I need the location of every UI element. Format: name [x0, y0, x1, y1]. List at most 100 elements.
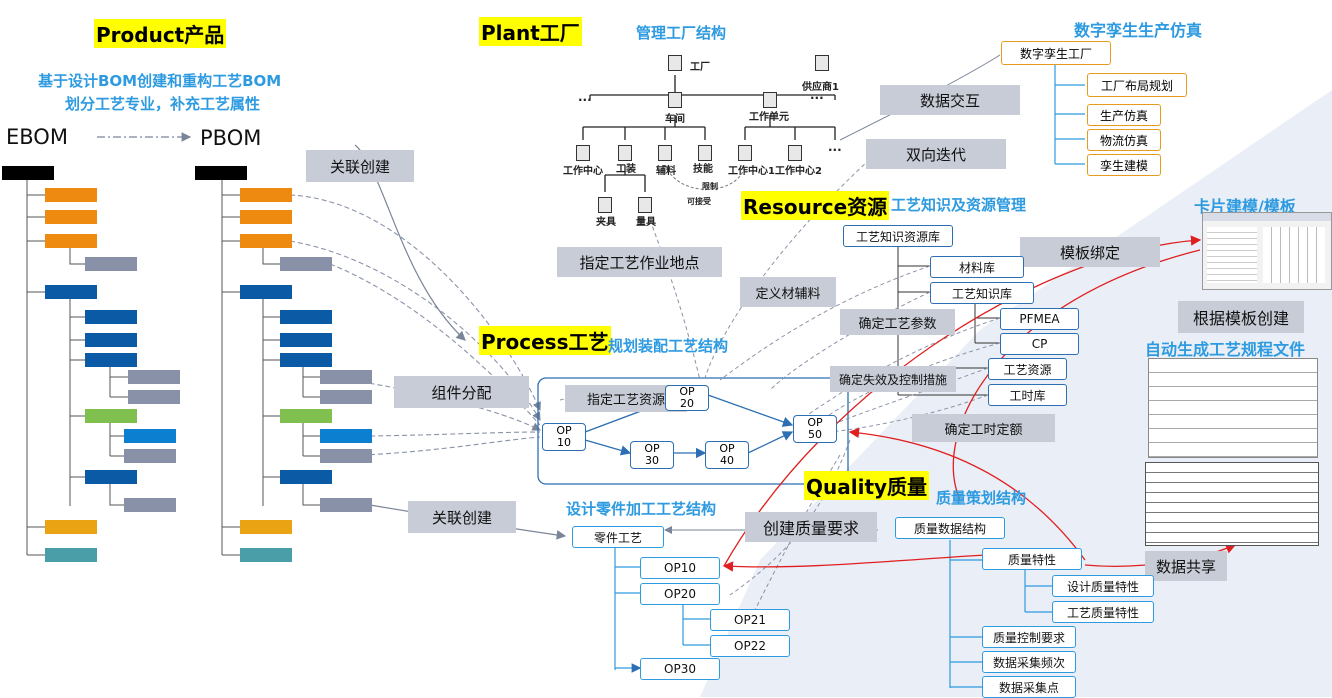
- product-desc-line2: 划分工艺专业，补充工艺属性: [65, 95, 261, 113]
- plant-dots-left: ...: [578, 90, 592, 104]
- skill-label: 技能: [693, 164, 713, 175]
- ebom-node: [85, 310, 137, 324]
- pbom-node: [280, 470, 332, 484]
- ebom-node: [124, 429, 176, 443]
- supplier-label: 供应商1: [802, 82, 839, 93]
- process-op40-label: OP 40: [719, 442, 735, 467]
- resource-section-title: Resource资源: [741, 191, 890, 220]
- factory-label: 工厂: [690, 62, 710, 73]
- resource-time-lib[interactable]: 工时库: [988, 384, 1067, 406]
- skill-icon: [698, 145, 712, 161]
- ebom-node: [85, 409, 137, 423]
- plant-section-title: Plant工厂: [479, 17, 582, 46]
- work-center-2-label: 工作中心2: [775, 166, 822, 177]
- quality-control-req[interactable]: 质量控制要求: [982, 626, 1076, 648]
- work-center-2-icon: [788, 145, 802, 161]
- quality-plan-title: 质量策划结构: [936, 489, 1027, 507]
- work-unit-label: 工作单元: [749, 112, 789, 123]
- fixture-label: 夹具: [596, 217, 616, 228]
- process-section-title: Process工艺: [479, 326, 611, 355]
- plant-mgmt-title: 管理工厂结构: [636, 24, 727, 42]
- label-failure-control: 确定失效及控制措施: [830, 366, 956, 392]
- ebom-node: [128, 390, 180, 404]
- label-define-material: 定义材辅料: [740, 277, 836, 307]
- label-data-share: 数据共享: [1145, 551, 1227, 581]
- quality-sampling-freq[interactable]: 数据采集频次: [982, 651, 1076, 673]
- part-process-title: 设计零件加工工艺结构: [566, 500, 717, 518]
- workshop-label: 车间: [665, 114, 685, 125]
- ebom-label: EBOM: [6, 125, 68, 149]
- quality-sampling-point[interactable]: 数据采集点: [982, 676, 1076, 698]
- process-op20[interactable]: OP 20: [665, 385, 709, 411]
- pbom-node: [240, 285, 292, 299]
- pbom-node: [280, 353, 332, 367]
- quality-characteristic[interactable]: 质量特性: [982, 548, 1082, 570]
- part-op10[interactable]: OP10: [640, 557, 720, 579]
- part-process-root[interactable]: 零件工艺: [572, 526, 664, 548]
- ebom-node: [124, 498, 176, 512]
- quality-root-node[interactable]: 质量数据结构: [895, 517, 1005, 539]
- resource-cp[interactable]: CP: [1000, 333, 1079, 355]
- pbom-node: [240, 520, 292, 534]
- part-op22[interactable]: OP22: [710, 635, 790, 657]
- work-center-1-icon: [738, 145, 752, 161]
- supplier-icon: [815, 55, 829, 71]
- resource-knowledge-lib[interactable]: 工艺知识库: [930, 282, 1034, 304]
- ebom-node: [128, 370, 180, 384]
- part-op30[interactable]: OP30: [640, 658, 720, 680]
- quality-design-char[interactable]: 设计质量特性: [1052, 575, 1154, 597]
- label-assoc-create-2: 关联创建: [408, 501, 516, 533]
- tooling-icon: [618, 145, 632, 161]
- label-bidirectional-iterate: 双向迭代: [866, 139, 1006, 169]
- process-op50-label: OP 50: [807, 416, 823, 441]
- label-assoc-create-1: 关联创建: [306, 150, 414, 182]
- resource-root-node[interactable]: 工艺知识资源库: [843, 225, 953, 247]
- twin-item-logistics-sim[interactable]: 物流仿真: [1087, 129, 1161, 151]
- process-op40[interactable]: OP 40: [705, 441, 749, 469]
- ebom-node: [85, 470, 137, 484]
- process-op50[interactable]: OP 50: [793, 415, 837, 443]
- ebom-node: [85, 257, 137, 271]
- card-template-screenshot: [1202, 212, 1332, 290]
- label-create-quality-req: 创建质量要求: [745, 512, 877, 542]
- card-template-toolbar: [1203, 213, 1331, 221]
- quality-process-char[interactable]: 工艺质量特性: [1052, 601, 1154, 623]
- part-op20[interactable]: OP20: [640, 583, 720, 605]
- pbom-node: [280, 333, 332, 347]
- resource-material-lib[interactable]: 材料库: [930, 256, 1024, 278]
- pbom-node: [320, 370, 372, 384]
- card-modeling-title: 卡片建模/模板: [1194, 197, 1296, 216]
- auto-doc-title: 自动生成工艺规程文件: [1145, 340, 1306, 359]
- product-section-title: Product产品: [94, 19, 227, 48]
- factory-icon: [668, 55, 682, 71]
- twin-item-twin-modeling[interactable]: 孪生建模: [1087, 154, 1161, 176]
- pbom-node: [280, 409, 332, 423]
- tooling-label: 工装: [616, 164, 636, 175]
- card-template-grid: [1263, 227, 1325, 283]
- pbom-node: [280, 310, 332, 324]
- resource-process-res[interactable]: 工艺资源: [988, 358, 1067, 380]
- ebom-node: [45, 285, 97, 299]
- label-time-quota: 确定工时定额: [912, 414, 1055, 442]
- twin-item-layout[interactable]: 工厂布局规划: [1087, 73, 1187, 97]
- pbom-node: [280, 257, 332, 271]
- label-data-exchange: 数据交互: [880, 85, 1020, 115]
- process-op30[interactable]: OP 30: [630, 441, 674, 469]
- resource-pfmea[interactable]: PFMEA: [1000, 308, 1079, 330]
- pbom-node: [240, 234, 292, 248]
- twin-item-production-sim[interactable]: 生产仿真: [1087, 104, 1161, 126]
- process-op30-label: OP 30: [644, 442, 660, 467]
- twin-root-node[interactable]: 数字孪生工厂: [1001, 41, 1111, 65]
- pbom-label: PBOM: [200, 126, 262, 150]
- pbom-node: [320, 390, 372, 404]
- accept-label: 可接受: [687, 197, 711, 206]
- card-template-grid: [1207, 227, 1257, 283]
- ebom-root: [2, 166, 54, 180]
- process-op10[interactable]: OP 10: [542, 423, 586, 451]
- label-confirm-params: 确定工艺参数: [840, 309, 955, 335]
- process-op20-label: OP 20: [679, 385, 695, 410]
- label-create-by-template: 根据模板创建: [1178, 301, 1304, 333]
- generated-doc-sheet: [1145, 462, 1319, 546]
- pbom-node: [320, 429, 372, 443]
- part-op21[interactable]: OP21: [710, 609, 790, 631]
